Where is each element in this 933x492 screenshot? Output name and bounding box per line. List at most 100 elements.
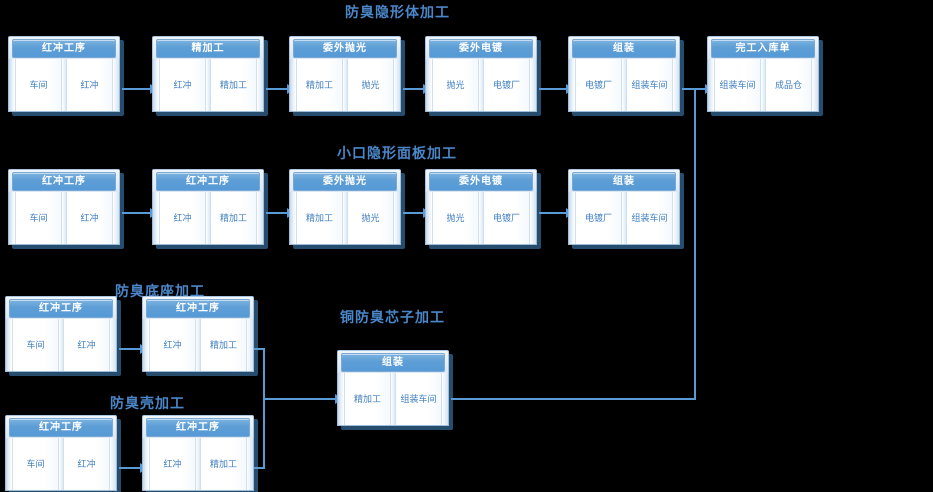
node-column-spacer	[109, 438, 116, 490]
node-cell: 抛光	[348, 59, 393, 111]
node-body: 电镀厂组装车间	[568, 192, 680, 245]
node-column-spacer	[58, 319, 64, 371]
node-cell: 红冲	[150, 438, 195, 490]
connector-assembly-up	[694, 88, 696, 400]
process-node[interactable]: 委外抛光精加工抛光	[289, 169, 405, 249]
node-title-frame: 精加工	[152, 36, 264, 59]
node-column-spacer	[9, 192, 16, 244]
process-node[interactable]: 完工入库单组装车间成品仓	[707, 36, 823, 116]
node-title-frame: 红冲工序	[5, 415, 117, 438]
node-cell: 红冲	[160, 192, 205, 244]
process-node[interactable]: 红冲工序红冲精加工	[142, 296, 258, 376]
node-title-frame: 委外电镀	[425, 169, 537, 192]
node-column-spacer	[426, 192, 433, 244]
process-node[interactable]: 红冲工序红冲精加工	[152, 169, 268, 249]
process-node[interactable]: 组装精加工组装车间	[337, 350, 453, 430]
connector-line	[266, 212, 287, 214]
node-column-spacer	[256, 192, 263, 244]
node-column-spacer	[205, 59, 211, 111]
connector-line	[122, 88, 150, 90]
connector-assembly-exit	[451, 398, 696, 400]
node-body: 红冲精加工	[142, 319, 254, 372]
node-title: 组装	[572, 172, 676, 191]
node-cell: 电镀厂	[576, 59, 621, 111]
node-title: 红冲工序	[146, 418, 250, 437]
node-title: 红冲工序	[12, 39, 116, 58]
node-cell: 组装车间	[627, 59, 672, 111]
node-title: 红冲工序	[12, 172, 116, 191]
process-node[interactable]: 组装电镀厂组装车间	[568, 36, 684, 116]
node-body: 红冲精加工	[142, 438, 254, 491]
node-column-spacer	[143, 319, 150, 371]
connector-row4-up	[263, 399, 265, 469]
node-title-frame: 委外电镀	[425, 36, 537, 59]
process-node[interactable]: 委外电镀抛光电镀厂	[425, 36, 541, 116]
node-column-spacer	[143, 438, 150, 490]
process-node[interactable]: 红冲工序车间红冲	[8, 169, 124, 249]
node-cell: 精加工	[211, 59, 256, 111]
process-node[interactable]: 组装电镀厂组装车间	[568, 169, 684, 249]
node-column-spacer	[256, 59, 263, 111]
node-column-spacer	[112, 59, 119, 111]
node-title-frame: 红冲工序	[142, 296, 254, 319]
process-node[interactable]: 红冲工序车间红冲	[5, 296, 121, 376]
connector-line	[265, 398, 335, 400]
node-cell: 红冲	[64, 319, 109, 371]
node-title-frame: 组装	[337, 350, 449, 373]
node-body: 车间红冲	[8, 59, 120, 112]
node-column-spacer	[205, 192, 211, 244]
node-body: 车间红冲	[5, 438, 117, 491]
node-title-frame: 红冲工序	[142, 415, 254, 438]
node-column-spacer	[153, 59, 160, 111]
node-column-spacer	[342, 59, 348, 111]
node-cell: 电镀厂	[484, 59, 529, 111]
connector-line	[539, 212, 566, 214]
node-cell: 精加工	[297, 59, 342, 111]
node-body: 抛光电镀厂	[425, 59, 537, 112]
node-body: 抛光电镀厂	[425, 192, 537, 245]
node-title: 委外电镀	[429, 39, 533, 58]
process-node[interactable]: 红冲工序车间红冲	[5, 415, 121, 492]
node-cell: 红冲	[67, 59, 112, 111]
node-title: 红冲工序	[9, 299, 113, 318]
node-column-spacer	[290, 192, 297, 244]
node-column-spacer	[109, 319, 116, 371]
node-cell: 红冲	[64, 438, 109, 490]
node-title-frame: 组装	[568, 169, 680, 192]
node-column-spacer	[569, 59, 576, 111]
node-cell: 精加工	[201, 319, 246, 371]
section-caption: 防臭隐形体加工	[345, 4, 450, 20]
node-cell: 组装车间	[396, 373, 441, 425]
section-caption: 防臭底座加工	[115, 283, 205, 299]
node-column-spacer	[760, 59, 766, 111]
node-cell: 车间	[13, 319, 58, 371]
node-title-frame: 委外抛光	[289, 169, 401, 192]
node-cell: 车间	[16, 59, 61, 111]
node-title: 组装	[341, 353, 445, 372]
node-title-frame: 组装	[568, 36, 680, 59]
node-title: 红冲工序	[146, 299, 250, 318]
section-caption: 铜防臭芯子加工	[340, 309, 445, 325]
node-cell: 红冲	[150, 319, 195, 371]
node-column-spacer	[672, 192, 679, 244]
node-column-spacer	[61, 59, 67, 111]
node-cell: 精加工	[201, 438, 246, 490]
node-column-spacer	[6, 319, 13, 371]
connector-line	[682, 88, 705, 90]
node-column-spacer	[246, 438, 253, 490]
connector-row3-exit	[254, 348, 265, 350]
node-title: 红冲工序	[9, 418, 113, 437]
process-node[interactable]: 委外电镀抛光电镀厂	[425, 169, 541, 249]
node-column-spacer	[529, 59, 536, 111]
process-node[interactable]: 精加工红冲精加工	[152, 36, 268, 116]
node-column-spacer	[621, 59, 627, 111]
node-column-spacer	[61, 192, 67, 244]
process-node[interactable]: 红冲工序车间红冲	[8, 36, 124, 116]
node-cell: 抛光	[348, 192, 393, 244]
process-node[interactable]: 委外抛光精加工抛光	[289, 36, 405, 116]
node-column-spacer	[390, 373, 396, 425]
node-title-frame: 红冲工序	[152, 169, 264, 192]
process-node[interactable]: 红冲工序红冲精加工	[142, 415, 258, 492]
node-column-spacer	[811, 59, 818, 111]
